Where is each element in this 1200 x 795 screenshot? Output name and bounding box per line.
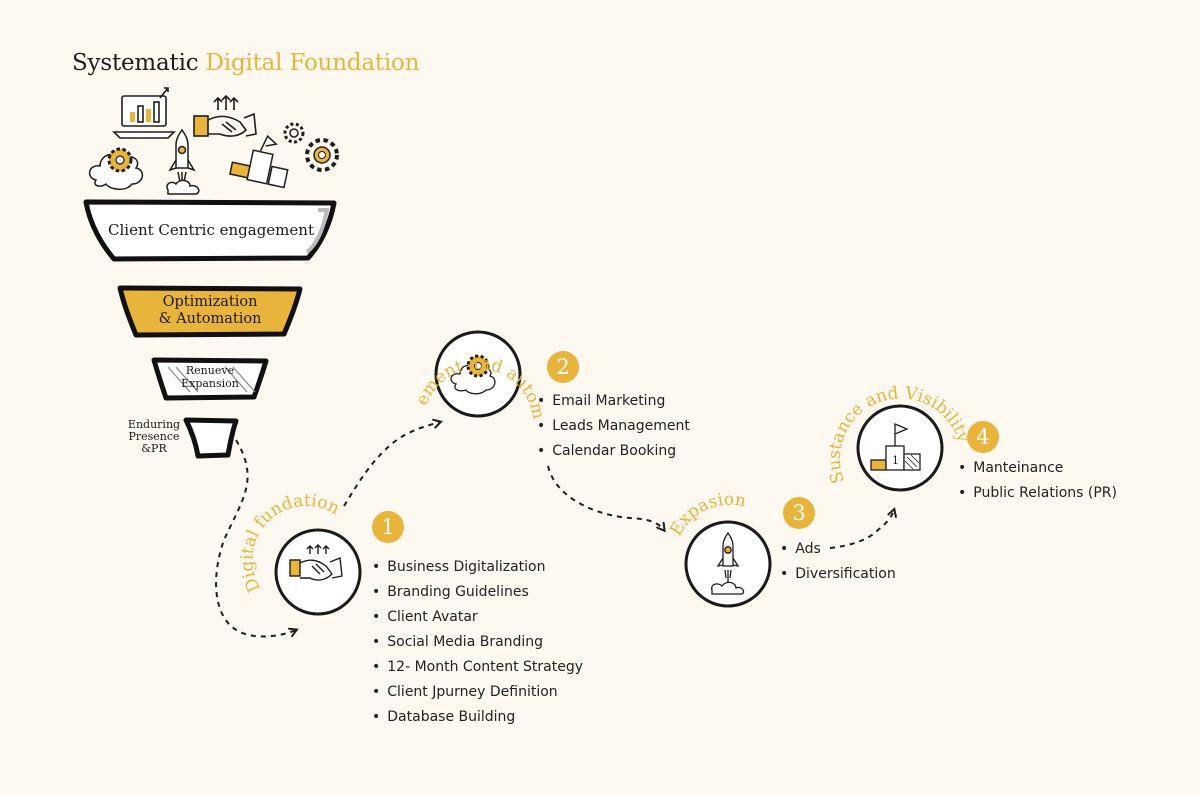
- funnel-tier-2-shape: [117, 285, 303, 338]
- title-part-2: Digital Foundation: [205, 50, 420, 76]
- funnel-tier-4-line-3: &PR: [141, 442, 167, 455]
- funnel: [83, 199, 337, 459]
- podium-number: 1: [892, 454, 899, 467]
- step-3-node: [684, 520, 772, 608]
- handshake-icon: [289, 544, 343, 581]
- list-item: Business Digitalization: [372, 555, 583, 580]
- handshake-growth-icon: [193, 94, 257, 137]
- list-item: Social Media Branding: [372, 630, 583, 655]
- step-4-list: Manteinance Public Relations (PR): [958, 456, 1117, 506]
- funnel-tier-4-line-2: Presence: [128, 430, 180, 443]
- funnel-tier-3-line-2: Expansion: [181, 377, 239, 390]
- funnel-tier-1-shape: [83, 199, 337, 262]
- laptop-chart-icon: [112, 87, 176, 139]
- step-2-number-badge: 2: [547, 351, 579, 383]
- funnel-tier-3-shape: [151, 357, 269, 401]
- list-item: Client Avatar: [372, 605, 583, 630]
- step-3-number-badge: 3: [783, 497, 815, 529]
- step-3-list: Ads Diversification: [780, 537, 896, 587]
- funnel-tier-1-label: Client Centric engagement: [108, 221, 314, 239]
- gear-cloud-icon: [450, 354, 496, 395]
- connector-2-to-3: [547, 465, 664, 530]
- funnel-tier-4-shape: [183, 417, 239, 459]
- list-item: Client Jpurney Definition: [372, 680, 583, 705]
- connector-funnel-to-1: [215, 439, 296, 638]
- funnel-tier-3-label: Renueve Expansion: [160, 364, 260, 390]
- funnel-tier-2-line-2: & Automation: [158, 311, 262, 327]
- rocket-launch-icon: [166, 128, 200, 195]
- list-item: Database Building: [372, 705, 583, 730]
- step-1-list: Business Digitalization Branding Guideli…: [372, 555, 583, 730]
- list-item: Branding Guidelines: [372, 580, 583, 605]
- connectors: [215, 422, 894, 638]
- step-2-node: [434, 330, 522, 418]
- list-item: Manteinance: [958, 456, 1117, 481]
- page-title: Systematic Digital Foundation: [72, 50, 420, 76]
- list-item: 12- Month Content Strategy: [372, 655, 583, 680]
- funnel-tier-2-line-1: Optimization: [162, 294, 258, 310]
- list-item: Email Marketing: [537, 389, 690, 414]
- connector-1-to-2: [343, 422, 440, 507]
- podium-flag-icon: [229, 134, 289, 189]
- list-item: Public Relations (PR): [958, 481, 1117, 506]
- step-4-node: 1: [856, 404, 944, 492]
- step-2-list: Email Marketing Leads Management Calenda…: [537, 389, 690, 464]
- list-item: Calendar Booking: [537, 439, 690, 464]
- gears-icon: [283, 122, 339, 172]
- funnel-tier-4-line-1: Enduring: [127, 418, 181, 431]
- step-1-number-badge: 1: [372, 511, 404, 543]
- step-1-node: [274, 528, 362, 616]
- list-item: Diversification: [780, 562, 895, 587]
- title-part-1: Systematic: [72, 50, 199, 76]
- funnel-tier-2-label: Optimization & Automation: [128, 294, 292, 328]
- funnel-tier-3-line-1: Renueve: [185, 364, 235, 377]
- connector-3-to-4: [829, 510, 894, 549]
- list-item: Leads Management: [537, 414, 690, 439]
- step-4-number-badge: 4: [967, 421, 999, 453]
- funnel-tier-4-label: Enduring Presence &PR: [124, 419, 184, 455]
- list-item: Ads: [780, 537, 896, 562]
- podium-icon: 1: [870, 423, 921, 471]
- gear-cloud-icon: [88, 147, 144, 190]
- rocket-icon: [711, 531, 745, 595]
